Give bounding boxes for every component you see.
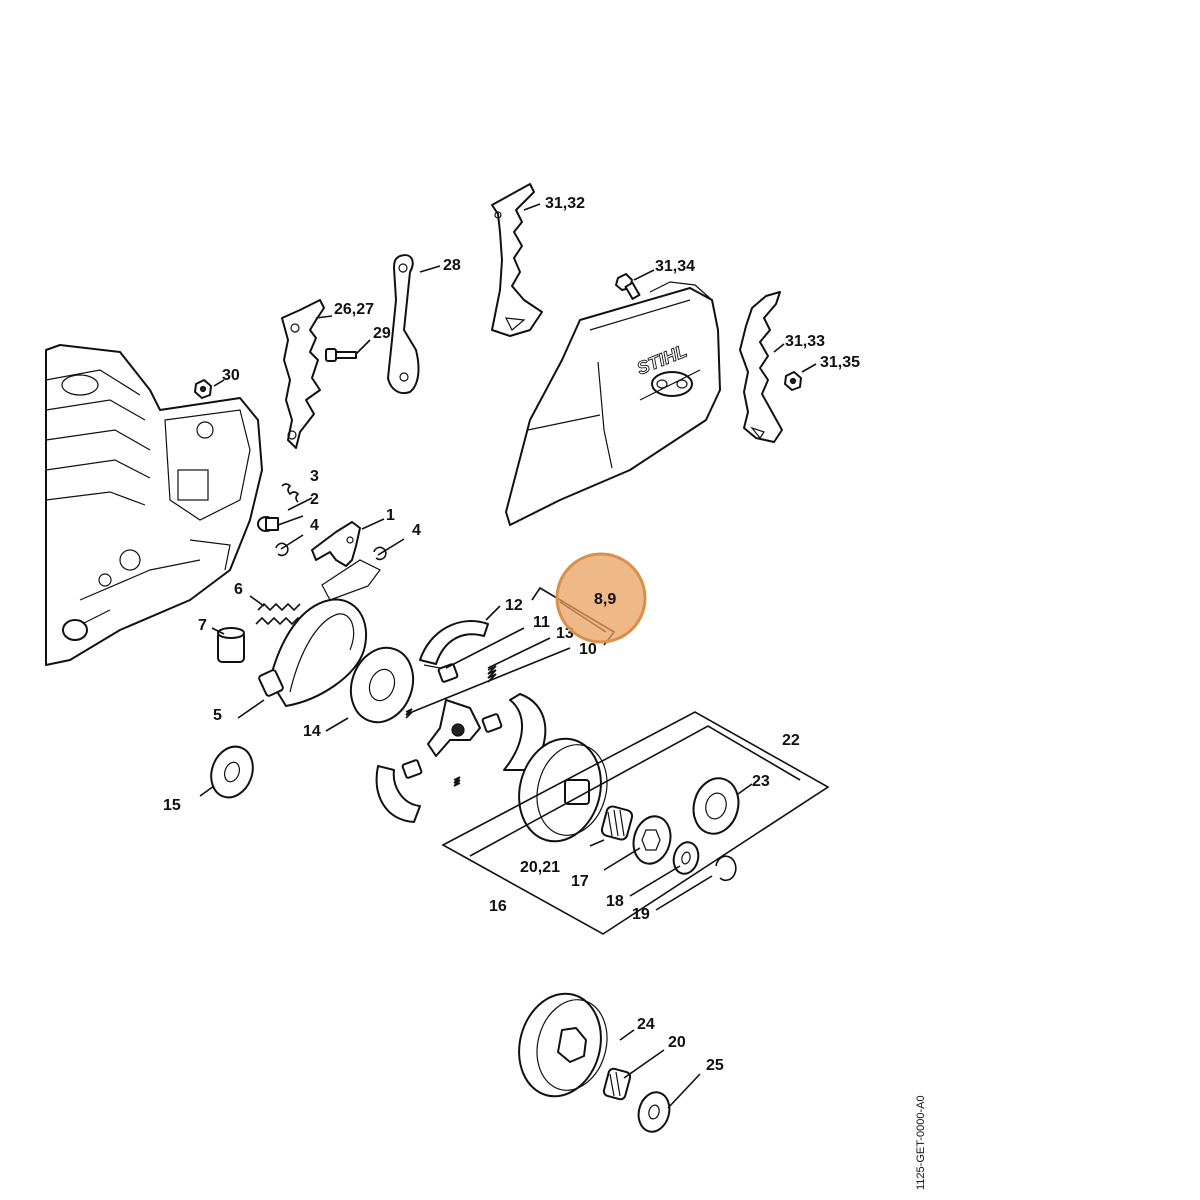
part-18-washer bbox=[672, 841, 700, 875]
callout-15: 15 bbox=[163, 797, 181, 814]
sprocket-cover: STIHL bbox=[505, 281, 721, 526]
callout-25: 25 bbox=[706, 1057, 724, 1074]
part-6-spring bbox=[255, 616, 305, 626]
callout-26-27: 26,27 bbox=[334, 301, 374, 318]
callout-22: 22 bbox=[782, 732, 800, 749]
callout-8-9[interactable]: 8,9 bbox=[594, 591, 616, 608]
callout-4-right: 4 bbox=[412, 522, 421, 539]
callout-5: 5 bbox=[213, 707, 222, 724]
part-1-brake-lever bbox=[311, 521, 361, 567]
bracket-group-22 bbox=[441, 711, 830, 935]
part-4-clip-right bbox=[373, 546, 387, 561]
highlight-circle[interactable] bbox=[555, 552, 647, 644]
clutch-carrier bbox=[427, 699, 481, 757]
callout-4-left: 4 bbox=[310, 517, 319, 534]
part-10-spring bbox=[487, 665, 497, 683]
engine-housing bbox=[45, 344, 263, 666]
callout-7: 7 bbox=[198, 617, 207, 634]
part-24-clutch-drum bbox=[518, 992, 608, 1098]
callout-30: 30 bbox=[222, 367, 240, 384]
callout-23: 23 bbox=[752, 773, 770, 790]
callout-14: 14 bbox=[303, 723, 321, 740]
callout-12: 12 bbox=[505, 597, 523, 614]
part-3-spring bbox=[281, 483, 300, 503]
part-30-nut bbox=[194, 379, 212, 399]
document-id: 1125-GET-0000-A0 bbox=[915, 1095, 927, 1190]
part-4-clip-left bbox=[275, 542, 289, 557]
callout-10: 10 bbox=[579, 641, 597, 658]
part-19-e-clip bbox=[715, 855, 737, 882]
callout-28: 28 bbox=[443, 257, 461, 274]
clutch-drum bbox=[518, 737, 608, 843]
callout-3: 3 bbox=[310, 468, 319, 485]
callout-19: 19 bbox=[632, 906, 650, 923]
part-7-bushing bbox=[217, 627, 245, 663]
part-13-spring bbox=[405, 708, 413, 719]
part-15-washer bbox=[210, 745, 254, 799]
leader-lines bbox=[199, 203, 817, 1109]
callout-1: 1 bbox=[386, 507, 395, 524]
callout-20: 20 bbox=[668, 1034, 686, 1051]
callout-29: 29 bbox=[373, 325, 391, 342]
callout-24: 24 bbox=[637, 1016, 655, 1033]
part-31-32-spike bbox=[491, 183, 543, 337]
part-2-bushing bbox=[257, 516, 279, 532]
part-31-35-nut bbox=[784, 371, 802, 391]
callout-31-34: 31,34 bbox=[655, 258, 695, 275]
clutch-shoe-left bbox=[375, 765, 421, 823]
highlight-marker-8-9[interactable]: 8,9 bbox=[555, 552, 647, 644]
part-12-clutch-shoe bbox=[419, 620, 489, 665]
part-25-washer bbox=[637, 1091, 671, 1133]
part-14-washer bbox=[349, 646, 415, 724]
callout-31-35: 31,35 bbox=[820, 354, 860, 371]
callout-2: 2 bbox=[310, 491, 319, 508]
callout-16: 16 bbox=[489, 898, 507, 915]
part-5-brake-band bbox=[258, 598, 368, 707]
part-29-screw bbox=[325, 348, 357, 362]
callout-18: 18 bbox=[606, 893, 624, 910]
callout-20-21: 20,21 bbox=[520, 859, 560, 876]
callout-17: 17 bbox=[571, 873, 589, 890]
part-20-bearing bbox=[602, 1067, 632, 1101]
part-17-needle-bearing bbox=[600, 805, 634, 841]
rim-sprocket bbox=[632, 815, 672, 865]
clutch-shoe-right bbox=[503, 693, 547, 771]
part-31-34-screw bbox=[615, 273, 641, 300]
part-31-33-spike bbox=[739, 291, 783, 443]
part-23-sprocket bbox=[692, 777, 740, 835]
callout-labels: 3 2 4 1 4 6 7 5 14 15 12 11 13 10 30 26,… bbox=[163, 195, 860, 1074]
callout-31-32: 31,32 bbox=[545, 195, 585, 212]
part-26-27-bumper-spike bbox=[281, 299, 325, 449]
callout-31-33: 31,33 bbox=[785, 333, 825, 350]
callout-11: 11 bbox=[533, 614, 550, 631]
part-28-plate bbox=[387, 254, 420, 394]
callout-6: 6 bbox=[234, 581, 243, 598]
part-11-guide bbox=[437, 663, 459, 683]
